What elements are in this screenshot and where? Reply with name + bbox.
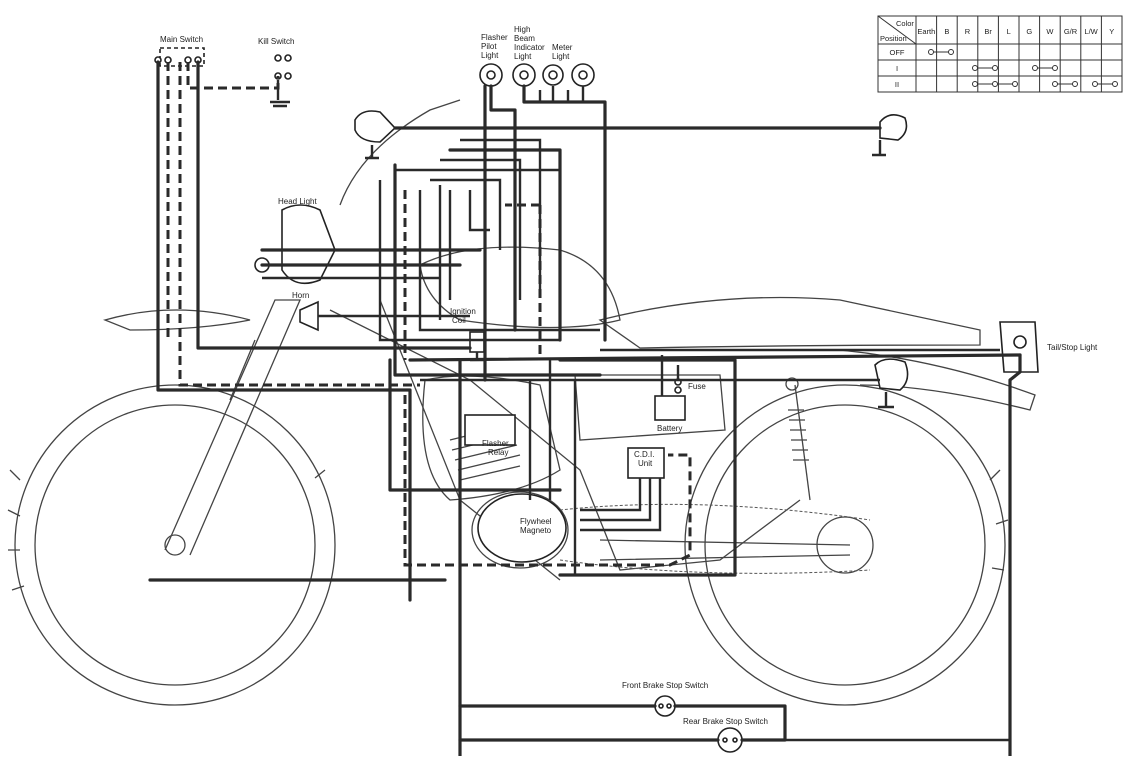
table-col-header: Br: [984, 27, 992, 36]
flasher-pilot-light: [479, 63, 503, 87]
label-kill-switch: Kill Switch: [258, 37, 294, 46]
table-col-header: R: [965, 27, 971, 36]
motorcycle-outline: [7, 99, 1036, 706]
label-ignition-coil-1: Ignition: [450, 307, 476, 316]
front-tire-inner: [34, 404, 316, 686]
table-col-header: W: [1046, 27, 1054, 36]
component-labels: Main Switch Kill Switch Flasher Pilot Li…: [160, 25, 1098, 726]
main-switch: [154, 47, 205, 67]
front-flasher-right: [872, 114, 908, 157]
front-flasher-left: [354, 110, 397, 160]
table-col-header: G: [1026, 27, 1032, 36]
swing-arm: [599, 539, 851, 561]
meter-light-1: [542, 64, 564, 86]
table-row-header: I: [896, 64, 898, 73]
rear-tire-outer: [684, 384, 1006, 706]
cdi-unit: [627, 447, 665, 479]
label-front-brake-switch: Front Brake Stop Switch: [622, 681, 708, 690]
horn: [299, 300, 319, 332]
label-flasher-pilot-1: Flasher: [481, 33, 508, 42]
label-battery: Battery: [657, 424, 682, 433]
label-meter-light-2: Light: [552, 52, 570, 61]
handlebar: [339, 99, 461, 206]
flasher-relay: [464, 414, 516, 446]
label-high-beam-1: High: [514, 25, 530, 34]
switch-position-table: Color Position Earth B R Br L G W G/R L/W Y OFF II…: [877, 15, 1123, 93]
side-cover: [574, 374, 726, 441]
table-col-header: Earth: [917, 27, 935, 36]
rear-flasher: [874, 358, 909, 409]
battery: [654, 395, 686, 421]
flywheel-magneto: [477, 493, 567, 563]
label-high-beam-3: Indicator: [514, 43, 545, 52]
label-meter-light-1: Meter: [552, 43, 573, 52]
high-beam-indicator-light: [512, 63, 536, 87]
label-flasher-pilot-2: Pilot: [481, 42, 497, 51]
label-flywheel-2: Magneto: [520, 526, 552, 535]
label-tail-stop-light: Tail/Stop Light: [1047, 343, 1098, 352]
engine-case: [471, 491, 569, 569]
label-flasher-relay-1: Flasher: [482, 439, 509, 448]
table-col-header: L: [1007, 27, 1011, 36]
label-head-light: Head Light: [278, 197, 317, 206]
drive-chain: [559, 503, 871, 574]
label-fuse: Fuse: [688, 382, 706, 391]
table-col-header: B: [944, 27, 949, 36]
label-flasher-relay-2: Relay: [488, 448, 508, 457]
front-brake-stop-switch: [654, 695, 676, 717]
label-ignition-coil-2: Coil: [452, 316, 466, 325]
rear-fender: [839, 349, 1036, 411]
label-cdi-1: C.D.I.: [634, 450, 654, 459]
front-tire-outer: [14, 384, 336, 706]
head-light: [254, 204, 336, 285]
table-col-header: G/R: [1064, 27, 1078, 36]
label-flasher-pilot-3: Light: [481, 51, 499, 60]
rear-brake-stop-switch: [717, 727, 743, 753]
label-main-switch: Main Switch: [160, 35, 203, 44]
seat: [598, 296, 981, 349]
label-high-beam-2: Beam: [514, 34, 535, 43]
front-fender: [102, 309, 251, 331]
meter-light-2: [571, 63, 595, 87]
wiring-harness: [148, 60, 1022, 758]
label-high-beam-4: Light: [514, 52, 532, 61]
label-horn: Horn: [292, 291, 309, 300]
table-corner-position: Position: [880, 34, 907, 43]
front-fork: [164, 299, 301, 556]
table-corner-color: Color: [896, 19, 914, 28]
front-hub: [164, 534, 186, 556]
label-flywheel-1: Flywheel: [520, 517, 552, 526]
table-connections: [928, 49, 1118, 87]
kill-switch: [270, 54, 292, 108]
fuse: [674, 378, 682, 394]
ignition-coil: [469, 331, 485, 362]
table-row-header: OFF: [890, 48, 905, 57]
rear-tire-inner: [704, 404, 986, 686]
table-col-header: L/W: [1084, 27, 1098, 36]
rear-shock: [794, 384, 811, 501]
table-col-header: Y: [1109, 27, 1114, 36]
label-rear-brake-switch: Rear Brake Stop Switch: [683, 717, 768, 726]
table-row-header: II: [895, 80, 899, 89]
label-cdi-2: Unit: [638, 459, 653, 468]
